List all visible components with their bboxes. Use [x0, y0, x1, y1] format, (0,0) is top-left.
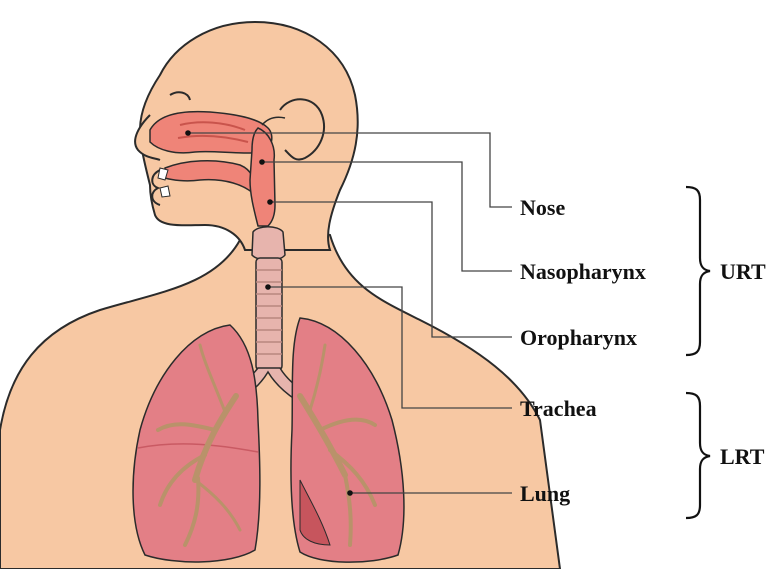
label-nasopharynx: Nasopharynx — [520, 259, 646, 284]
label-oropharynx: Oropharynx — [520, 325, 637, 350]
pharynx — [250, 128, 275, 226]
trachea — [256, 258, 282, 370]
brace-upper — [686, 187, 710, 355]
larynx — [252, 227, 285, 261]
label-trachea: Trachea — [520, 396, 597, 421]
brace-lower — [686, 393, 710, 518]
group-label-lrt: LRT — [720, 444, 765, 469]
label-nose: Nose — [520, 195, 565, 220]
group-label-urt: URT — [720, 259, 766, 284]
label-lung: Lung — [520, 481, 570, 506]
